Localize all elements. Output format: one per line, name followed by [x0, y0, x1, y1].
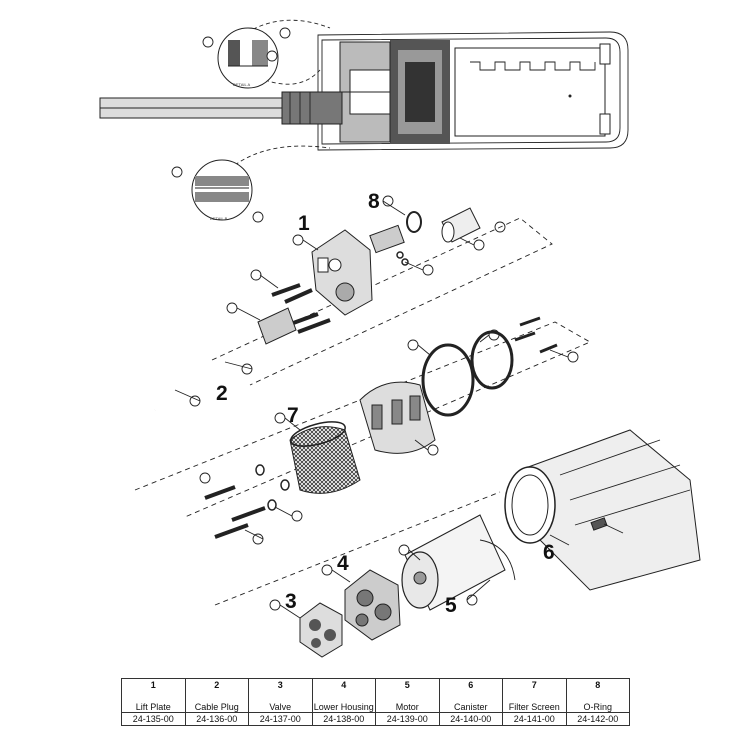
- callout-5: 5: [445, 594, 457, 617]
- detail-b: DETAIL B: [191, 145, 331, 221]
- part-name-cell: Canister: [438, 690, 503, 713]
- callout-2: 2: [216, 382, 228, 405]
- valve-plate: [299, 602, 343, 658]
- part-number-cell: 5: [375, 678, 440, 690]
- part-name-cell: Lift Plate: [121, 690, 186, 713]
- part-number-cell: 1: [121, 678, 186, 690]
- leader-lines: [174, 200, 624, 619]
- part-name-cell: Valve: [248, 690, 313, 713]
- parts-table-name-row: Lift Plate Cable Plug Valve Lower Housin…: [121, 690, 630, 713]
- part-number-cell: 6: [438, 678, 503, 690]
- detail-b-label: DETAIL B: [210, 216, 228, 221]
- callout-1: 1: [298, 212, 310, 235]
- filter-screen: [289, 421, 361, 494]
- lower-housing: [344, 569, 401, 641]
- support-cage: [359, 381, 436, 454]
- part-number-cell: 2: [184, 678, 249, 690]
- part-number-cell: 3: [248, 678, 313, 690]
- lift-plate: [311, 229, 373, 316]
- screws: [204, 283, 558, 539]
- detail-a-label: DETAIL A: [233, 82, 250, 87]
- part-name-cell: Filter Screen: [502, 690, 567, 713]
- part-number-cell: 8: [565, 678, 630, 690]
- part-number-cell: 4: [311, 678, 376, 690]
- part-no-cell: 24-139-00: [375, 712, 440, 726]
- detail-a: DETAIL A: [217, 19, 331, 89]
- canister: [504, 429, 701, 591]
- parts-table: 1 2 3 4 5 6 7 8 Lift Plate Cable Plug Va…: [121, 678, 630, 726]
- part-no-cell: 24-136-00: [184, 712, 249, 726]
- parts-table-partno-row: 24-135-00 24-136-00 24-137-00 24-138-00 …: [121, 712, 630, 726]
- part-name-cell: Lower Housing: [311, 690, 376, 713]
- parts-table-number-row: 1 2 3 4 5 6 7 8: [121, 678, 630, 690]
- callout-7: 7: [287, 404, 299, 427]
- part-no-cell: 24-141-00: [502, 712, 567, 726]
- cross-section-view: [99, 31, 629, 151]
- callout-3: 3: [285, 590, 297, 613]
- callout-8: 8: [368, 190, 380, 213]
- callout-6: 6: [543, 541, 555, 564]
- part-no-cell: 24-137-00: [248, 712, 313, 726]
- part-no-cell: 24-142-00: [565, 712, 630, 726]
- part-name-cell: Motor: [375, 690, 440, 713]
- callout-numbers: 1 2 3 4 5 6 7 8: [216, 190, 555, 617]
- exploded-view-diagram: DETAIL A DETAIL B: [99, 19, 701, 658]
- valve-assembly: [369, 207, 481, 266]
- part-name-cell: O-Ring: [565, 690, 630, 713]
- part-no-cell: 24-140-00: [438, 712, 503, 726]
- motor: [401, 514, 516, 611]
- o-rings: [255, 330, 514, 511]
- part-number-cell: 7: [502, 678, 567, 690]
- cable-plug: [153, 307, 297, 411]
- part-name-cell: Cable Plug: [184, 690, 249, 713]
- part-no-cell: 24-135-00: [121, 712, 186, 726]
- part-no-cell: 24-138-00: [311, 712, 376, 726]
- callout-4: 4: [337, 552, 349, 575]
- reference-bubbles: [171, 27, 634, 611]
